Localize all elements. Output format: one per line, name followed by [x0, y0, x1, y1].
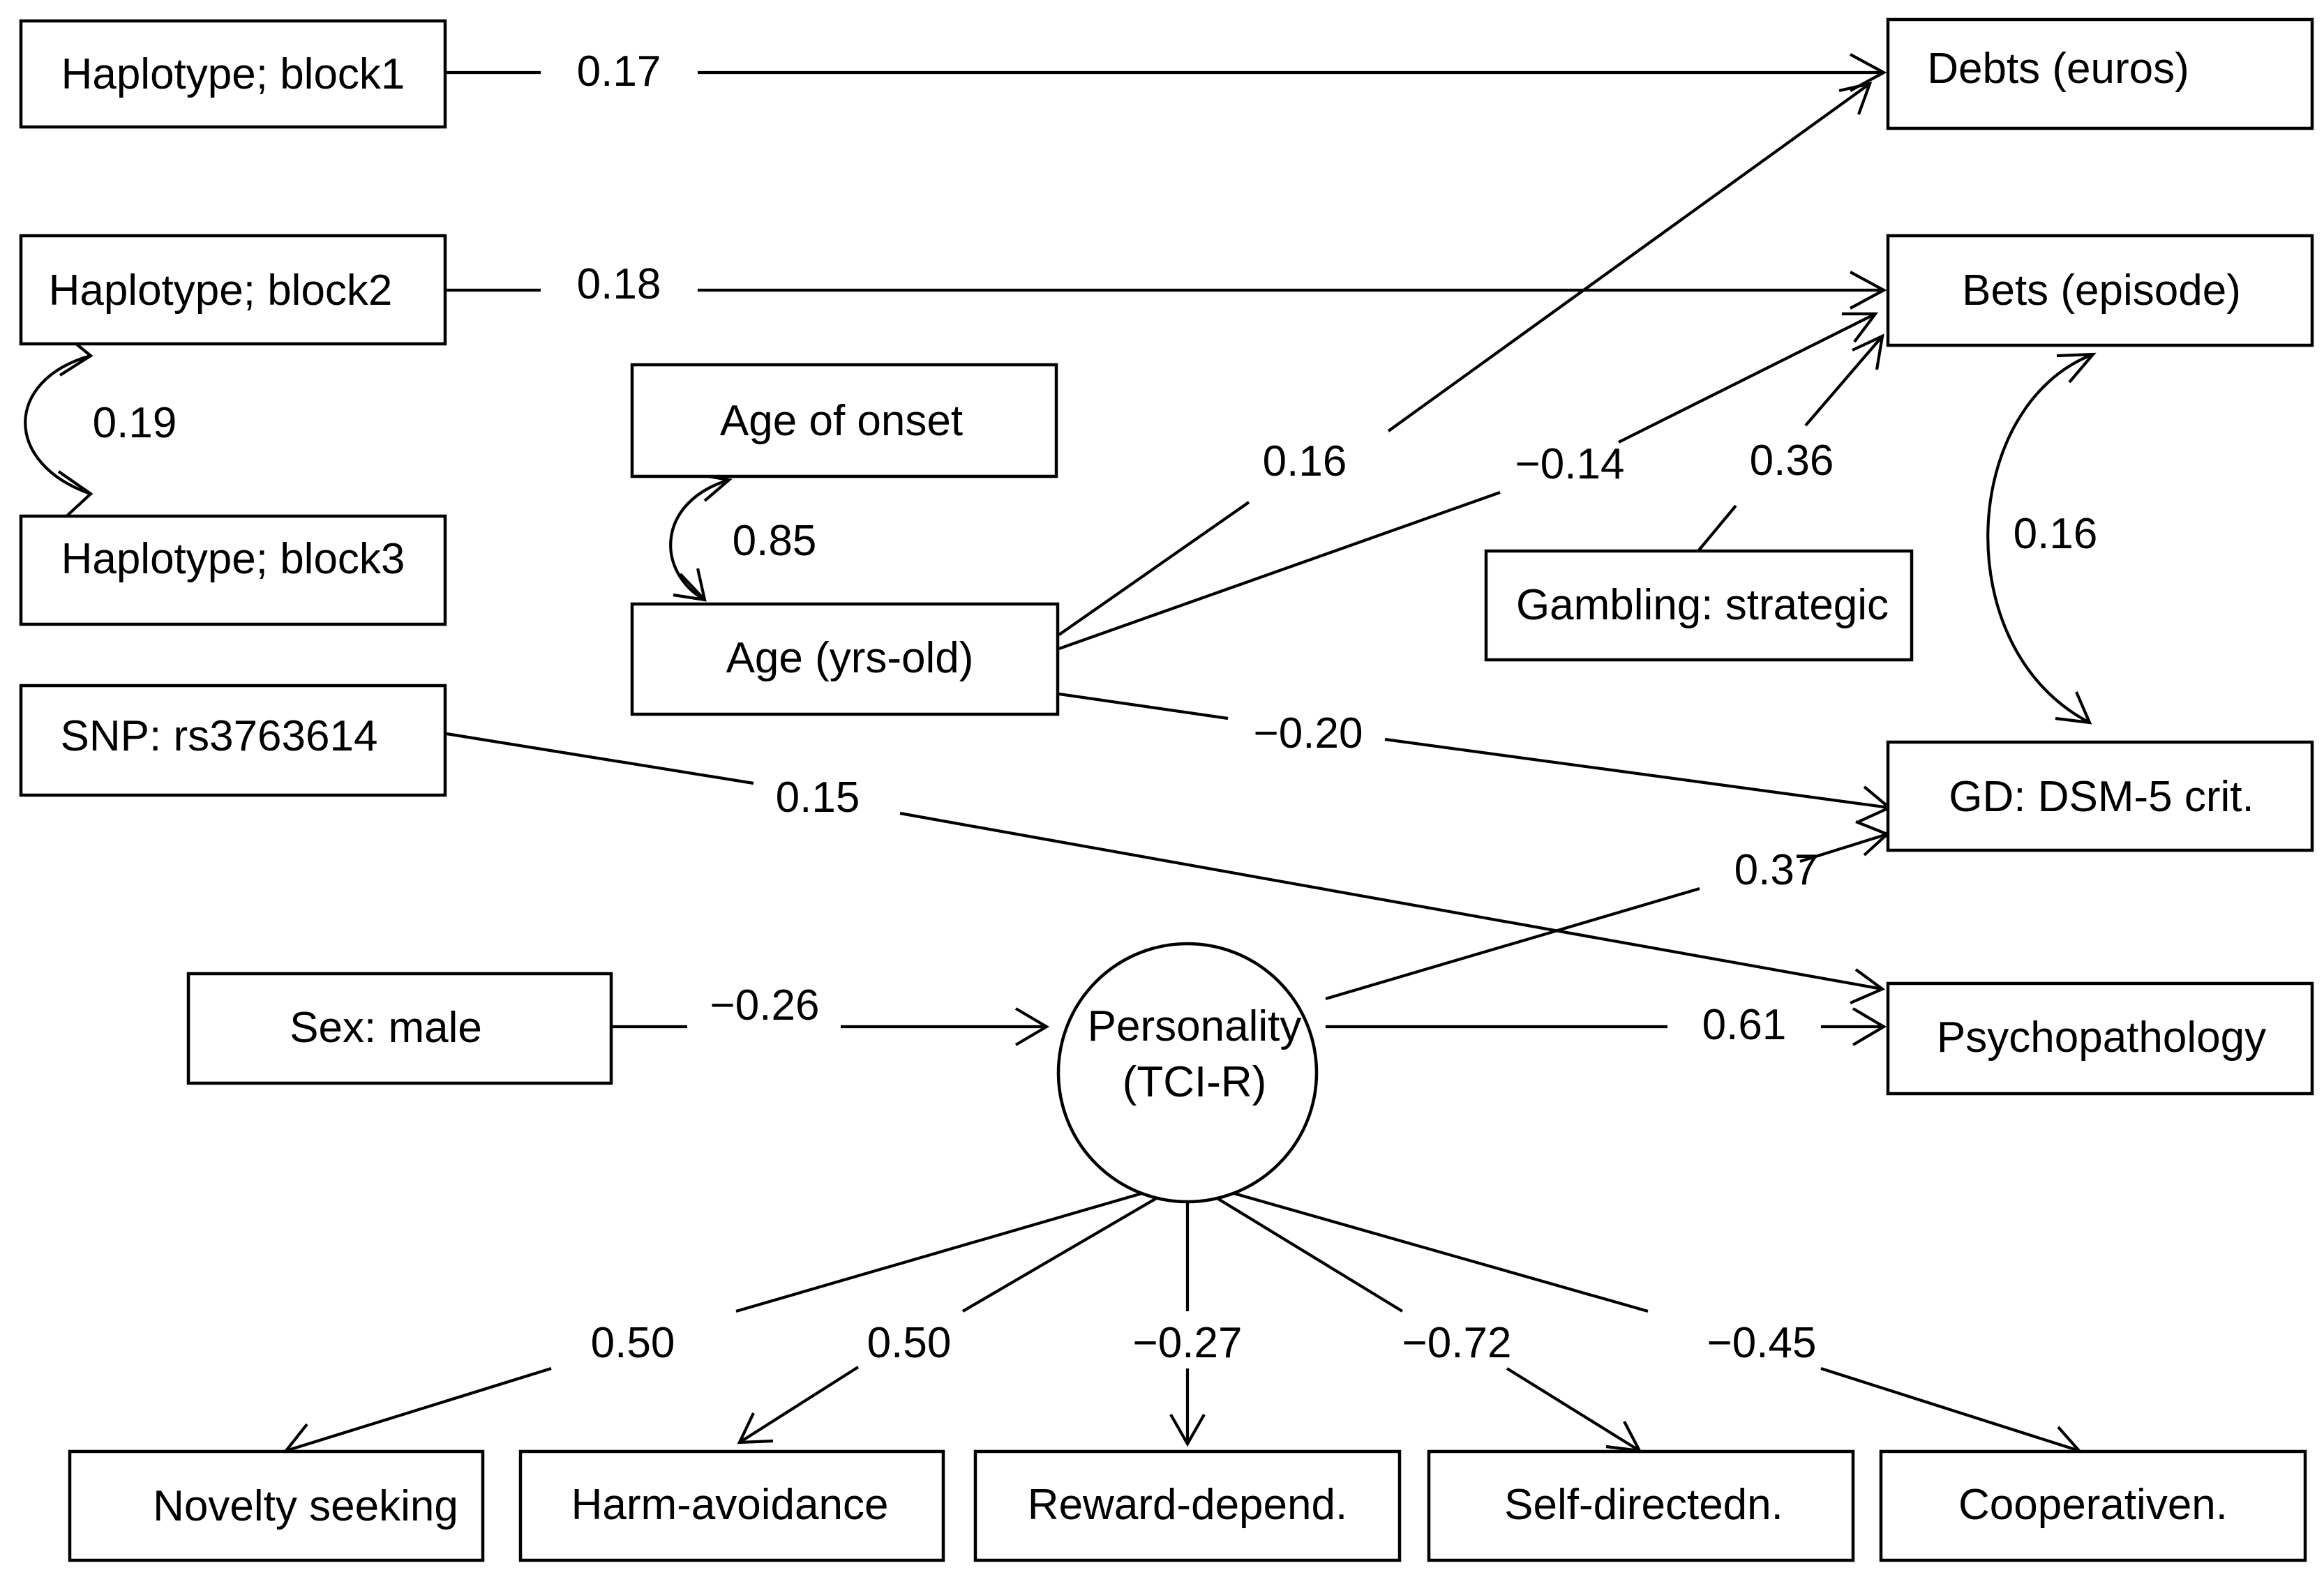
edge-gambling-bets — [1697, 333, 1884, 552]
edge-age-gd — [1058, 692, 1892, 823]
node-age: Age (yrs-old) — [630, 602, 1060, 716]
node-gambling: Gambling: strategic — [1484, 549, 1914, 662]
node-snp-label: SNP: rs3763614 — [61, 712, 378, 760]
node-reward: Reward-depend. — [973, 1449, 1402, 1562]
coef-gambling-bets: 0.36 — [1750, 437, 1834, 485]
coef-age-gd: −0.20 — [1254, 709, 1363, 757]
node-sex-label: Sex: male — [290, 1004, 482, 1052]
coef-pers-psycho: 0.61 — [1702, 1001, 1787, 1049]
node-snp: SNP: rs3763614 — [19, 684, 447, 797]
node-personality: Personality (TCI-R) — [1056, 942, 1319, 1204]
node-hap2-label: Haplotype; block2 — [49, 266, 393, 315]
coef-pers-harm: 0.50 — [867, 1319, 952, 1367]
node-bets-label: Bets (episode) — [1962, 266, 2241, 315]
edge-pers-selfdir — [1186, 1179, 1642, 1453]
node-personality-label-2: (TCI-R) — [1123, 1058, 1267, 1106]
node-bets: Bets (episode) — [1886, 234, 2314, 347]
node-hap1: Haplotype; block1 — [19, 19, 447, 129]
node-debts-label: Debts (euros) — [1927, 45, 2189, 93]
coef-pers-reward: −0.27 — [1133, 1319, 1243, 1367]
node-sex: Sex: male — [186, 972, 613, 1085]
coef-hap2-hap3: 0.19 — [93, 399, 177, 447]
node-novelty: Novelty seeking — [68, 1449, 485, 1562]
edge-age-bets — [1058, 312, 1879, 650]
coef-pers-gd: 0.37 — [1734, 846, 1819, 894]
edge-pers-novelty — [283, 1178, 1188, 1461]
edge-snp-psycho — [446, 732, 1886, 1004]
edge-bets-gd — [1986, 352, 2097, 725]
node-coop-label: Cooperativen. — [1958, 1481, 2228, 1529]
node-hap3: Haplotype; block3 — [19, 514, 447, 626]
node-hap1-label: Haplotype; block1 — [61, 50, 405, 98]
edge-pers-reward — [1169, 1180, 1206, 1447]
node-hap2: Haplotype; block2 — [19, 234, 447, 346]
coef-pers-selfdir: −0.72 — [1402, 1319, 1512, 1367]
node-reward-label: Reward-depend. — [1028, 1481, 1347, 1529]
coef-snp-psycho: 0.15 — [776, 774, 860, 822]
node-debts: Debts (euros) — [1886, 17, 2314, 130]
edge-hap1-debts — [447, 53, 1887, 92]
coef-pers-novelty: 0.50 — [591, 1319, 675, 1367]
node-gambling-label: Gambling: strategic — [1516, 581, 1889, 629]
edge-hap2-hap3 — [24, 331, 93, 521]
node-selfdir: Self-directedn. — [1427, 1449, 1855, 1562]
coef-onset-age: 0.85 — [733, 517, 817, 565]
coef-hap2-bets: 0.18 — [577, 260, 661, 308]
node-coop: Cooperativen. — [1879, 1449, 2307, 1562]
edge-onset-age — [669, 472, 733, 602]
node-age-onset: Age of onset — [630, 363, 1058, 478]
edge-age-debts — [1058, 82, 1873, 636]
coef-hap1-debts: 0.17 — [577, 47, 661, 96]
edge-pers-coop — [1187, 1178, 2082, 1460]
node-gd: GD: DSM-5 crit. — [1886, 740, 2314, 852]
node-harm-label: Harm-avoidance — [571, 1481, 889, 1529]
node-hap3-label: Haplotype; block3 — [61, 535, 405, 583]
node-novelty-label: Novelty seeking — [153, 1482, 458, 1530]
node-age-label: Age (yrs-old) — [726, 634, 974, 682]
node-personality-label-1: Personality — [1088, 1002, 1302, 1050]
edge-pers-psycho — [1326, 1007, 1887, 1046]
coef-pers-coop: −0.45 — [1707, 1319, 1817, 1367]
coef-age-debts: 0.16 — [1263, 437, 1347, 485]
node-selfdir-label: Self-directedn. — [1504, 1481, 1783, 1529]
coef-sex-pers: −0.26 — [710, 981, 820, 1029]
node-age-onset-label: Age of onset — [720, 397, 963, 445]
edge-hap2-bets — [447, 271, 1887, 310]
node-psycho-label: Psychopathology — [1937, 1013, 2266, 1062]
edge-sex-pers — [613, 1007, 1050, 1046]
node-gd-label: GD: DSM-5 crit. — [1949, 773, 2254, 821]
coef-age-bets: −0.14 — [1515, 440, 1625, 488]
node-harm: Harm-avoidance — [518, 1449, 945, 1562]
node-psycho: Psychopathology — [1886, 981, 2314, 1096]
edge-pers-harm — [737, 1179, 1189, 1444]
coef-bets-gd: 0.16 — [2014, 510, 2098, 558]
